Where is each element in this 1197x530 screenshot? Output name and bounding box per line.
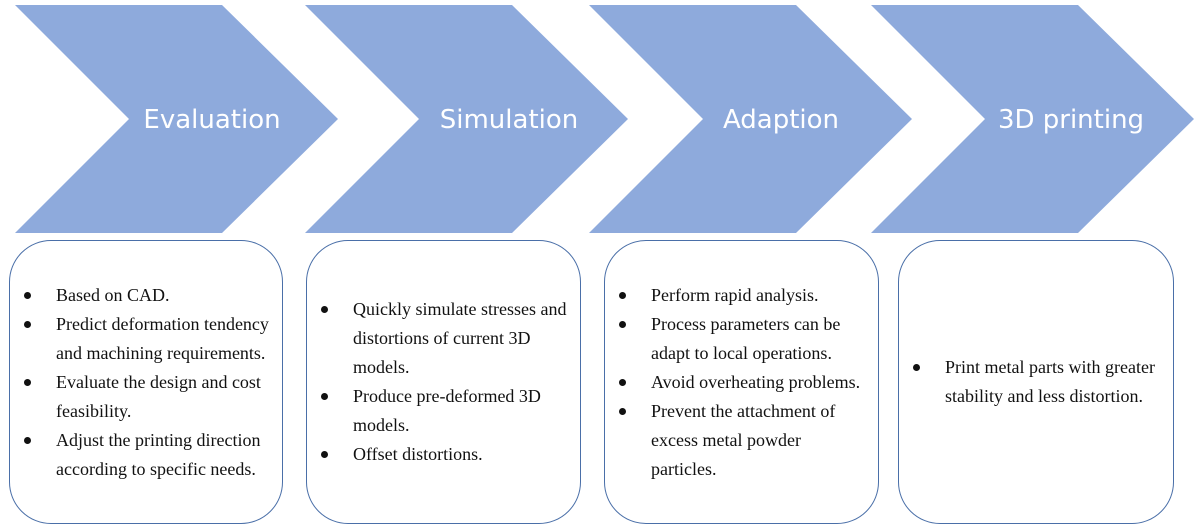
bullet-item: Offset distortions. (307, 440, 580, 469)
details-box-simulation: Quickly simulate stresses and distortion… (306, 240, 581, 524)
bullet-item: Quickly simulate stresses and distortion… (307, 295, 580, 382)
bullet-item: Avoid overheating problems. (605, 368, 878, 397)
details-box-3d-printing: Print metal parts with greater stability… (898, 240, 1174, 524)
chevron-3d-printing (871, 5, 1194, 233)
bullet-list-3d-printing: Print metal parts with greater stability… (899, 353, 1173, 411)
bullet-item: Based on CAD. (10, 281, 282, 310)
bullet-item: Produce pre-deformed 3D models. (307, 382, 580, 440)
bullet-list-simulation: Quickly simulate stresses and distortion… (307, 295, 580, 469)
bullet-item: Evaluate the design and cost feasibility… (10, 368, 282, 426)
process-chevrons: Evaluation Simulation Adaption 3D printi… (15, 5, 1194, 233)
details-box-evaluation: Based on CAD. Predict deformation tenden… (9, 240, 283, 524)
bullet-item: Predict deformation tendency and machini… (10, 310, 282, 368)
bullet-item: Process parameters can be adapt to local… (605, 310, 878, 368)
chevron-adaption (589, 5, 912, 233)
bullet-list-evaluation: Based on CAD. Predict deformation tenden… (10, 281, 282, 484)
bullet-item: Adjust the printing direction according … (10, 426, 282, 484)
step-title-simulation: Simulation (440, 105, 579, 135)
bullet-list-adaption: Perform rapid analysis. Process paramete… (605, 281, 878, 484)
chevron-simulation (305, 5, 628, 233)
step-title-3d-printing: 3D printing (998, 105, 1144, 135)
details-box-adaption: Perform rapid analysis. Process paramete… (604, 240, 879, 524)
chevron-evaluation (15, 5, 338, 233)
bullet-item: Print metal parts with greater stability… (899, 353, 1173, 411)
bullet-item: Perform rapid analysis. (605, 281, 878, 310)
bullet-item: Prevent the attachment of excess metal p… (605, 397, 878, 484)
step-title-adaption: Adaption (723, 105, 839, 135)
step-title-evaluation: Evaluation (143, 105, 280, 135)
